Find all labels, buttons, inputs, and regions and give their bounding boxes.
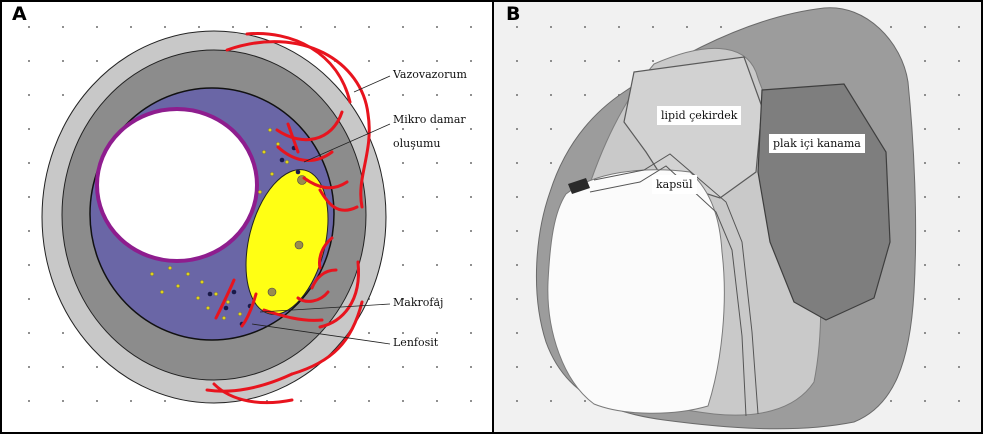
label-vazovazorum: Vazovazorum [393, 68, 467, 81]
label-lenfosit: Lenfosit [393, 336, 438, 349]
label-hemorrhage: plak içi kanama [769, 134, 865, 153]
label-mikro-damar-line1: Mikro damar [393, 113, 466, 126]
panel-b: B lipid çekirdek plak içi kanama kapsül [492, 0, 983, 434]
lumen [97, 109, 257, 261]
histology-section [494, 2, 981, 432]
lumen [548, 170, 724, 413]
core-cell [268, 288, 276, 296]
label-capsule: kapsül [652, 175, 697, 194]
panel-a: A Vazovazorum Mikro damar oluşumu Makrof… [0, 0, 492, 434]
label-lipid-core: lipid çekirdek [657, 106, 741, 125]
panel-a-letter: A [12, 3, 27, 25]
core-cell [295, 241, 303, 249]
panel-b-letter: B [506, 3, 520, 25]
label-mikro-damar-line2: oluşumu [393, 137, 440, 150]
artery-schematic [2, 2, 492, 434]
label-makrofaj: Makrofaj [393, 296, 443, 309]
